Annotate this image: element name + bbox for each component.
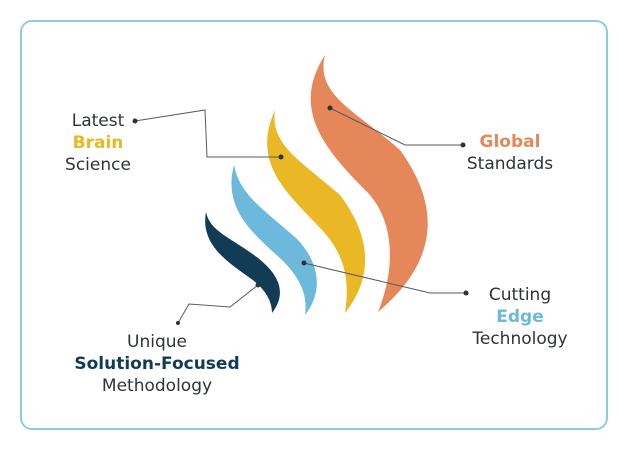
label-global-standards: Global Standards — [462, 131, 558, 175]
connector-dot-edge-start — [301, 260, 307, 266]
label-edge-technology: Cutting Edge Technology — [460, 284, 580, 350]
connector-dot-global-start — [327, 105, 333, 111]
connector-brain — [134, 109, 281, 158]
label-solution-line1: Unique — [127, 332, 187, 352]
connector-dot-solution-start — [255, 282, 261, 288]
connector-dot-solution-end — [176, 321, 180, 325]
connector-dot-global-end — [460, 142, 466, 148]
connector-solution — [177, 284, 259, 324]
label-edge-line1: Cutting — [488, 285, 552, 305]
flame-yellow — [267, 110, 366, 313]
connector-edge — [303, 262, 466, 294]
label-solution-accent: Solution-Focused — [74, 354, 240, 374]
label-edge-accent: Edge — [496, 307, 544, 327]
label-solution-line3: Methodology — [101, 376, 213, 396]
connector-global — [329, 107, 463, 146]
flame-orange — [310, 55, 428, 312]
connector-dot-edge-end — [463, 290, 469, 296]
label-brain-accent: Brain — [72, 133, 124, 153]
connector-dot-brain-end — [278, 154, 284, 160]
label-brain-line1: Latest — [71, 111, 125, 131]
label-global-accent: Global — [479, 132, 541, 152]
label-brain-line3: Science — [65, 155, 131, 175]
flame-blue — [231, 165, 317, 315]
label-solution-methodology: Unique Solution-Focused Methodology — [62, 331, 252, 397]
label-brain-science: Latest Brain Science — [58, 110, 138, 176]
label-global-line2: Standards — [466, 154, 554, 174]
flame-navy — [205, 212, 280, 313]
connector-dot-brain-start — [132, 118, 138, 124]
label-edge-line3: Technology — [472, 329, 568, 349]
